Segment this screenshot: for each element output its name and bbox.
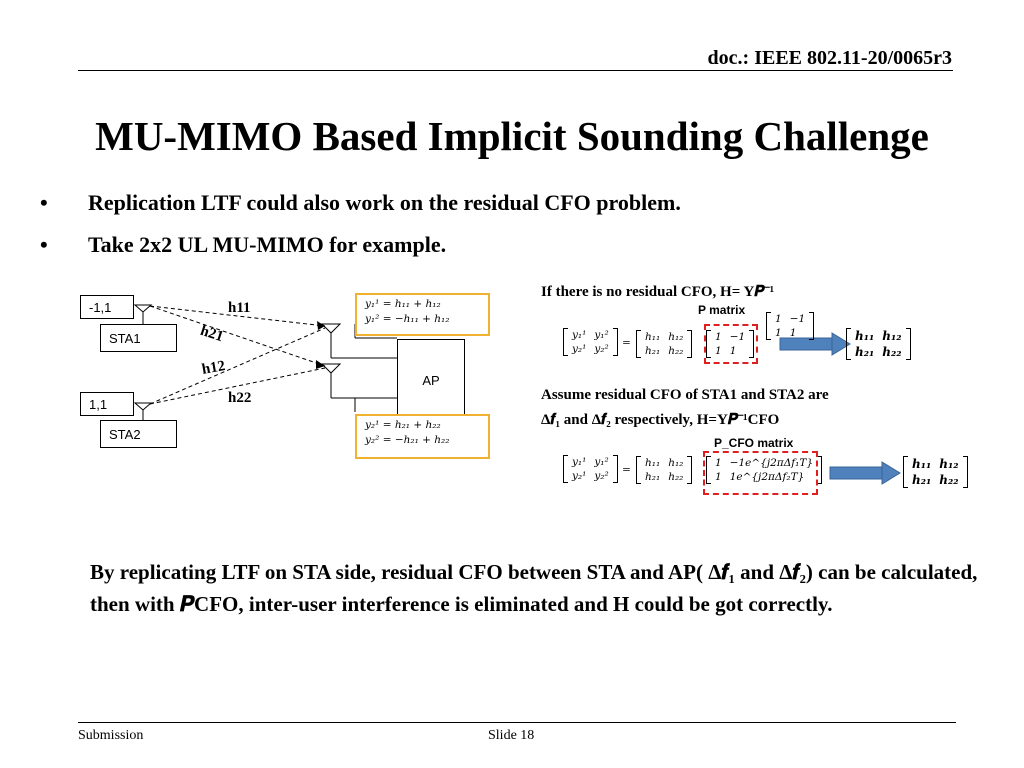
bullet-dot: • [40,232,48,257]
sta2-label: STA2 [109,426,141,442]
sta2-box: STA2 [100,420,177,448]
sta2-code-box: 1,1 [80,392,134,416]
equation-line: y₂¹ = h₂₁ + h₂₂ [365,419,441,431]
sta1-label: STA1 [109,330,141,346]
equation-box-sta2: y₂¹ = h₂₁ + h₂₂ y₂² = −h₂₁ + h₂₂ [355,414,490,459]
equation-line: y₁² = −h₁₁ + h₁₂ [365,313,450,325]
channel-path-h12 [149,327,326,405]
sta1-code-box: -1,1 [80,295,134,319]
bullet-text: Take 2x2 UL MU-MIMO for example. [88,232,447,257]
channel-label-h11: h11 [228,300,251,316]
ap-antenna-icon [320,363,397,399]
p-matrix-highlight [704,324,758,364]
channel-label-h22: h22 [228,390,252,406]
sta1-box: STA1 [100,324,177,352]
p-matrix-label: P matrix [698,303,746,317]
equation-line: y₂² = −h₂₁ + h₂₂ [365,434,450,446]
header-divider [78,70,953,71]
sta2-code: 1,1 [89,396,108,412]
bullet-dot: • [40,190,48,215]
slide-number: Slide 18 [488,728,535,743]
sta1-code: -1,1 [89,299,112,315]
equals-sign: = [622,464,631,476]
cfo-text-line-2: Δ𝒇₁ and Δ𝒇₂ respectively, H=Y𝑷⁻¹CFO [541,412,780,428]
document-id: doc.: IEEE 802.11-20/0065r3 [707,47,952,69]
equation-line: y₁¹ = h₁₁ + h₁₂ [365,298,441,310]
arrow-right-icon [779,332,851,356]
pcfo-matrix-label: P_CFO matrix [714,436,794,450]
bullet-item: • Take 2x2 UL MU-MIMO for example. [40,232,446,258]
equation-box-sta1: y₁¹ = h₁₁ + h₁₂ y₁² = −h₁₁ + h₁₂ [355,293,490,336]
sta1-antenna-icon [133,304,153,324]
ap-antenna-icon [320,323,397,359]
conclusion-text: By replicating LTF on STA side, residual… [90,560,978,616]
slide-title: MU-MIMO Based Implicit Sounding Challeng… [95,113,929,159]
sta2-antenna-icon [133,402,153,420]
footer-submission: Submission [78,728,144,743]
cfo-text-line-1: Assume residual CFO of STA1 and STA2 are [541,387,829,403]
channel-path-h22 [149,367,326,405]
equals-sign: = [622,337,631,349]
footer-divider [78,722,956,723]
bullet-text: Replication LTF could also work on the r… [88,190,681,215]
no-cfo-text: If there is no residual CFO, H= Y𝑷⁻¹ [541,284,775,300]
ap-box: AP [397,339,465,421]
channel-path-h11 [149,305,326,327]
channel-path-h21 [149,305,326,367]
pcfo-matrix-highlight [703,451,818,495]
ap-label: AP [422,372,440,388]
bullet-item: • Replication LTF could also work on the … [40,190,681,216]
arrow-right-icon [829,461,901,485]
